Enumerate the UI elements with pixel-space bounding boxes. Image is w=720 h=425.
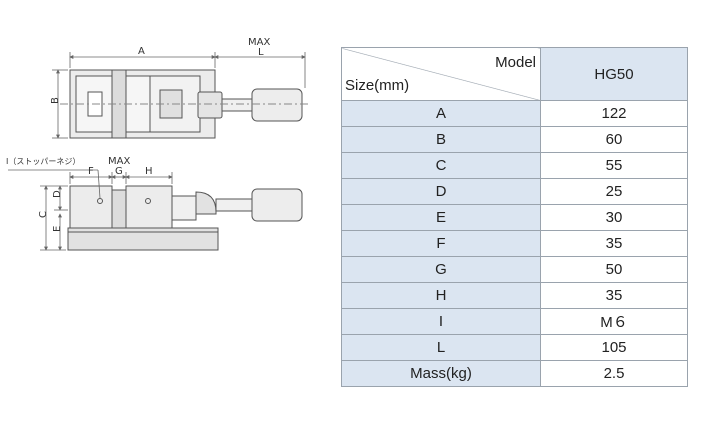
header-size-label: Size(mm) [345,77,410,94]
row-value: 35 [540,282,688,309]
top-view-dimensions [52,52,306,139]
side-view [67,185,303,251]
dim-label-l: L [258,47,264,58]
row-label: G [341,256,541,283]
spec-table-header: Model Size(mm) HG50 [341,47,688,101]
row-value: M６ [540,308,688,335]
row-label: E [341,204,541,231]
row-label: I [341,308,541,335]
row-value: 25 [540,178,688,205]
dim-label-d: D [52,190,63,198]
dim-label-c: C [38,211,49,218]
row-label: B [341,126,541,153]
row-value: 60 [540,126,688,153]
row-label: F [341,230,541,257]
row-value: 30 [540,204,688,231]
header-model-label: Model [495,54,536,71]
header-diagonal-cell: Model Size(mm) [341,47,541,101]
stopper-screw-note: I（ストッパーネジ） [6,157,80,166]
row-value: 105 [540,334,688,361]
side-view-dimensions [8,169,173,251]
dim-label-g: G [115,166,123,177]
dim-label-e: E [52,226,63,232]
row-label: C [341,152,541,179]
row-value: 55 [540,152,688,179]
header-model-value: HG50 [540,47,688,101]
row-label: A [341,100,541,127]
row-value: 2.5 [540,360,688,387]
dim-label-h: H [145,166,153,177]
row-label: Mass(kg) [341,360,541,387]
dim-label-max-mid: MAX [108,156,130,167]
row-value: 35 [540,230,688,257]
dim-label-max-top: MAX [248,37,270,48]
table-row: Mass(kg)2.5 [341,360,688,387]
top-view [60,69,310,139]
row-label: D [341,178,541,205]
row-value: 122 [540,100,688,127]
vise-dimension-drawing: A MAX L B I（ストッパーネジ） MAX F G H C D [6,37,310,251]
dim-label-b: B [50,97,61,104]
row-value: 50 [540,256,688,283]
row-label: H [341,282,541,309]
row-label: L [341,334,541,361]
dim-label-a: A [138,46,145,57]
dim-label-f: F [88,166,94,177]
